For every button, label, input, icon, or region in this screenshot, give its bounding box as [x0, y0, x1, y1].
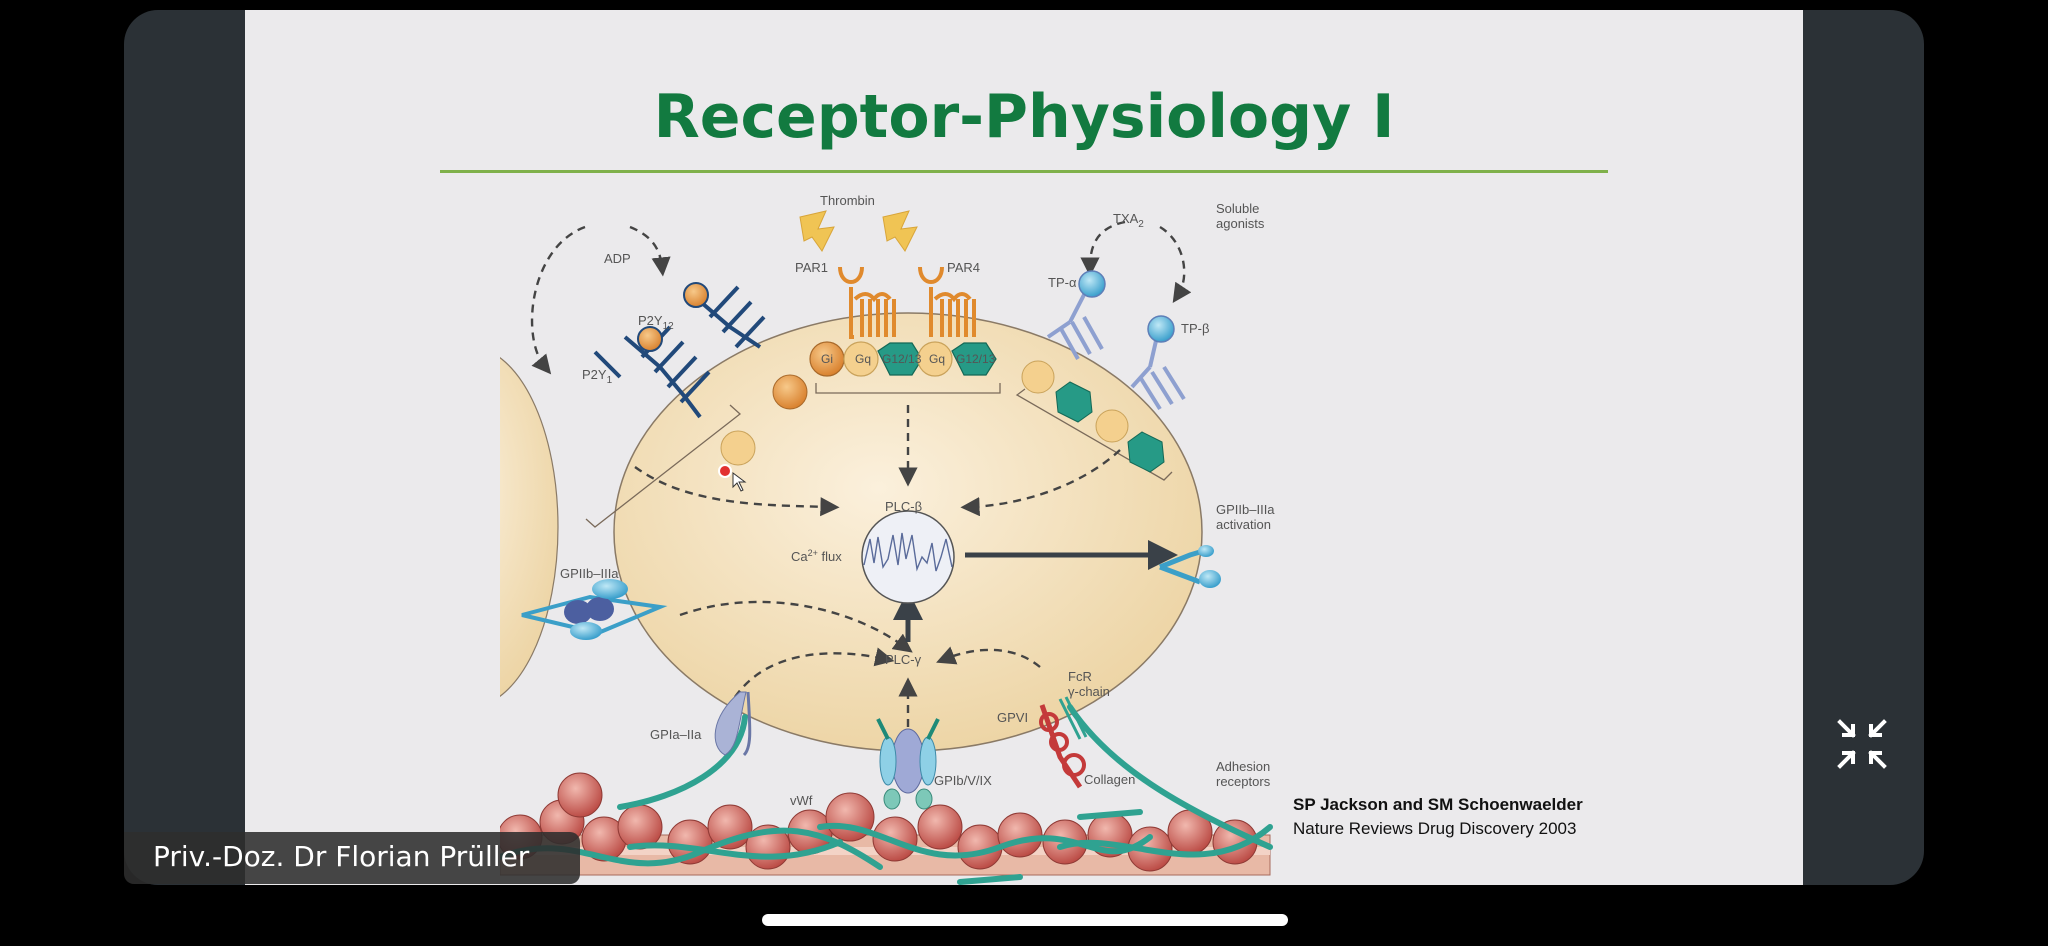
par1-label: PAR1 — [795, 260, 828, 275]
tp-alpha-label: TP-α — [1048, 275, 1077, 290]
tp-beta-label: TP-β — [1181, 321, 1209, 336]
g-proteins-par — [809, 341, 997, 377]
endothelial-cells — [500, 772, 1258, 872]
gpvi-fcr-receptor — [1039, 696, 1088, 789]
gpib-v-ix-complex — [876, 718, 940, 810]
collagen-fibers — [500, 704, 1273, 885]
thrombin-bolt-2 — [882, 210, 918, 252]
citation-journal: Nature Reviews Drug Discovery 2003 — [1293, 819, 1577, 838]
gi-label: Gi — [821, 352, 833, 366]
platelet-receptor-diagram: Gi Gq G12/13 Gq G12/13 — [500, 193, 1275, 885]
g-proteins-tp — [1021, 360, 1165, 473]
mouse-cursor — [732, 472, 747, 492]
gq-label: Gq — [855, 352, 871, 366]
soluble-agonists-label-1: Soluble — [1216, 201, 1259, 216]
signaling-brackets — [585, 383, 1173, 528]
tp-beta-site — [1147, 315, 1175, 343]
fcr-label-2: γ-chain — [1068, 684, 1110, 699]
gpvi-label: GPVI — [997, 710, 1028, 725]
presentation-slide: Receptor-Physiology I — [245, 10, 1803, 885]
gi-protein — [772, 374, 808, 410]
par-receptors — [838, 266, 976, 339]
p2y12-ligand-site — [683, 282, 709, 308]
exit-fullscreen-button[interactable] — [1836, 718, 1888, 770]
par4-label: PAR4 — [947, 260, 980, 275]
calcium-flux-circle — [861, 510, 955, 604]
vwf-label: vWf — [790, 793, 813, 808]
g1213-label: G12/13 — [882, 352, 922, 366]
exit-fullscreen-icon — [1837, 719, 1887, 769]
plc-beta-label: PLC-β — [885, 499, 922, 514]
collagen-label: Collagen — [1084, 772, 1135, 787]
tp-receptors — [1046, 286, 1186, 411]
activated-integrin — [1159, 545, 1221, 588]
tp-alpha-site — [1078, 270, 1106, 298]
signal-arrows-dashed — [530, 220, 1192, 727]
gpiib-iiia-integrin — [521, 579, 668, 640]
laser-pointer — [718, 464, 732, 478]
gpiib-iiia-activation-label-2: activation — [1216, 517, 1271, 532]
calcium-flux-trace — [863, 532, 953, 572]
fcr-label-1: FcR — [1068, 669, 1092, 684]
adp-label: ADP — [604, 251, 631, 266]
adhesion-receptors-label-2: receptors — [1216, 774, 1271, 789]
txa2-label: TXA2 — [1113, 211, 1144, 230]
p2y1-label: P2Y1 — [582, 367, 613, 386]
gpia-iia-label: GPIa–IIa — [650, 727, 702, 742]
gpib-v-ix-label: GPIb/V/IX — [934, 773, 992, 788]
gpia-iia-receptor — [714, 691, 752, 757]
thrombin-label: Thrombin — [820, 193, 875, 208]
soluble-agonists-label-2: agonists — [1216, 216, 1265, 231]
home-indicator[interactable] — [762, 914, 1288, 926]
gpiib-iiia-activation-label-1: GPIIb–IIIa — [1216, 502, 1275, 517]
citation: SP Jackson and SM Schoenwaelder Nature R… — [1293, 793, 1583, 841]
title-divider — [440, 170, 1608, 173]
plc-gamma-label: PLC-γ — [885, 652, 922, 667]
adhesion-receptors-label-1: Adhesion — [1216, 759, 1270, 774]
ca-flux-label: Ca2+ flux — [791, 548, 842, 564]
speaker-name-overlay: Priv.-Doz. Dr Florian Prüller — [124, 832, 580, 884]
speaker-name: Priv.-Doz. Dr Florian Prüller — [153, 840, 530, 873]
gpiib-iiia-label: GPIIb–IIIa — [560, 566, 619, 581]
gq-label: Gq — [929, 352, 945, 366]
neighbor-platelet — [500, 357, 559, 697]
p2y1-ligand-site — [637, 326, 663, 352]
slide-title: Receptor-Physiology I — [653, 82, 1395, 152]
thrombin-bolt-1 — [799, 210, 835, 252]
p2y12-label: P2Y12 — [638, 313, 674, 332]
g1213-label: G12/13 — [956, 352, 996, 366]
gq-protein — [720, 430, 756, 466]
citation-authors: SP Jackson and SM Schoenwaelder — [1293, 795, 1583, 814]
